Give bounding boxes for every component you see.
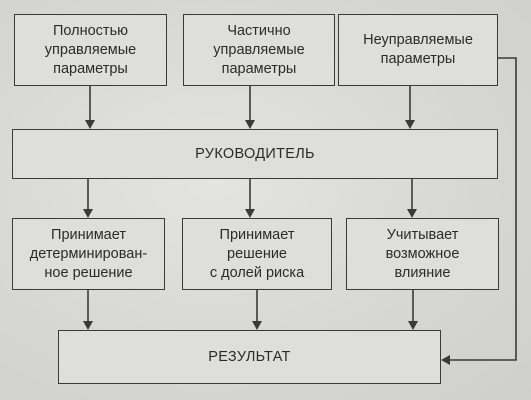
fully-controlled-parameters-box: Полностью управляемые параметры xyxy=(14,14,167,86)
uncontrolled-parameters-label: Неуправляемые параметры xyxy=(363,32,473,67)
possible-influence-label: Учитывает возможное влияние xyxy=(385,226,460,281)
uncontrolled-parameters-box: Неуправляемые параметры xyxy=(338,14,498,86)
manager-box: РУКОВОДИТЕЛЬ xyxy=(12,129,498,179)
arrow-risk-to-result xyxy=(252,290,262,330)
partially-controlled-parameters-label: Частично управляемые параметры xyxy=(213,22,305,77)
risk-decision-box: Принимает решение с долей риска xyxy=(182,218,332,290)
arrow-manager-to-deterministic xyxy=(83,179,93,218)
manager-label: РУКОВОДИТЕЛЬ xyxy=(195,145,315,162)
risk-decision-label: Принимает решение с долей риска xyxy=(209,226,305,281)
fully-controlled-parameters-label: Полностью управляемые параметры xyxy=(44,22,137,77)
arrow-full-to-manager xyxy=(85,86,95,129)
arrow-influence-to-result xyxy=(408,290,418,330)
possible-influence-box: Учитывает возможное влияние xyxy=(346,218,499,290)
deterministic-decision-box: Принимает детерминирован- ное решение xyxy=(12,218,165,290)
arrow-manager-to-risk xyxy=(245,179,255,218)
arrow-manager-to-influence xyxy=(407,179,417,218)
partially-controlled-parameters-box: Частично управляемые параметры xyxy=(183,14,335,86)
arrow-deterministic-to-result xyxy=(83,290,93,330)
result-box: РЕЗУЛЬТАТ xyxy=(58,330,441,384)
result-label: РЕЗУЛЬТАТ xyxy=(208,348,291,365)
arrow-uncontrolled-to-manager xyxy=(405,86,415,129)
arrow-partial-to-manager xyxy=(245,86,255,129)
deterministic-decision-label: Принимает детерминирован- ное решение xyxy=(29,226,148,281)
arrow-uncontrolled-bypass-to-result xyxy=(441,57,517,365)
